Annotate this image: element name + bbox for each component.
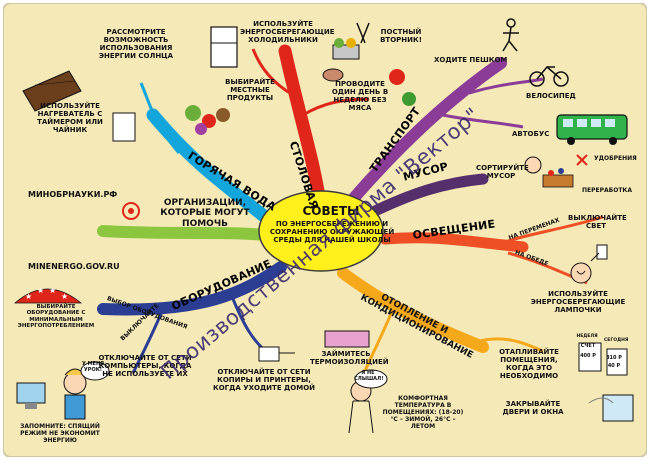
center-subtitle: по энергосбережению и сохранению окружаю… [269, 220, 395, 245]
bus-icon [556, 114, 628, 145]
tip-lamps: Используйте энергосберегающие лампочки [530, 290, 626, 315]
bill-label: Счет [580, 343, 596, 349]
bill-today: Сегодня [604, 338, 629, 343]
sausage-icon [322, 68, 416, 106]
tip-computers: Отключайте от сети компьютеры, когда не … [98, 354, 192, 379]
tip-fertilizer: Удобрения [594, 155, 637, 162]
trash-sorting-icon [524, 154, 588, 188]
svg-text:★: ★ [61, 292, 68, 301]
branch-transport-line [347, 57, 507, 205]
computer-icon [16, 382, 46, 409]
tip-energy-stars: Выбирайте оборудование с минимальным эне… [17, 304, 95, 329]
tip-bike: Велосипед [526, 92, 576, 100]
branch-heating-twig [361, 308, 395, 376]
tip-sleep-mode: Запомните: спящий режим не экономит энер… [20, 423, 100, 444]
svg-text:★: ★ [49, 286, 56, 295]
tip-fridges: Используйте энергосберегающие холодильни… [240, 20, 335, 45]
bill-sum-1: 400 р [580, 353, 596, 359]
center-title: Советы [302, 204, 360, 218]
tip-switch-off: Выключайте свет [568, 214, 627, 231]
fridge-icon [210, 26, 238, 68]
bill-icon [578, 342, 628, 376]
branch-label-organizations: Организации, которые могут помочь [160, 198, 250, 229]
branch-lighting-line [379, 232, 529, 253]
vegetable-crate-icon [332, 38, 360, 60]
branch-equipment-line [97, 261, 287, 316]
tip-doors: Закрывайте двери и окна [502, 400, 564, 417]
heater-icon [112, 112, 136, 142]
energy-stars-icon: ★ ★ ★ ★ [13, 286, 83, 304]
person-with-phone-icon [63, 368, 87, 420]
link-minenergo[interactable]: MINENERGO.GOV.RU [28, 262, 120, 271]
bubble-left-text: У меня урок! [81, 361, 105, 373]
target-icon [122, 202, 140, 220]
bicycle-icon [529, 65, 569, 87]
tip-insulation: Займитесь термоизоляцией [310, 350, 389, 367]
tip-heaters: Используйте нагреватель с таймером или ч… [37, 102, 103, 135]
mind-map-drawing: ★ ★ ★ ★ [3, 3, 647, 457]
center-ellipse [258, 190, 384, 272]
tip-recycling: Переработка [582, 187, 632, 194]
fork-and-knife-icon [356, 22, 370, 44]
tip-printers: Отключайте от сети копиры и принтеры, ко… [212, 368, 315, 393]
tip-fast: Постный вторник! [380, 28, 422, 45]
branch-canteen-twig-2 [302, 97, 370, 117]
tip-heat-rooms: Отапливайте помещения, когда это необход… [499, 348, 559, 381]
open-window-icon [588, 394, 634, 422]
bill-sum-3: 40 р [607, 363, 621, 369]
branch-heating-twig-2 [472, 337, 544, 353]
insulation-roll-icon [324, 330, 370, 348]
tip-bus: Автобус [512, 130, 550, 138]
vegetables-icon [185, 105, 230, 135]
bubble-mid-text: Я не слышал! [354, 370, 384, 382]
tip-sort: Сортируйте мусор [476, 164, 529, 181]
svg-text:★: ★ [37, 286, 44, 295]
solar-panel-icon [22, 70, 82, 112]
bill-sum-2: 310 р [606, 355, 622, 361]
branch-heating-line [337, 267, 489, 353]
branch-organizations-line [97, 225, 271, 241]
tip-local: Выбирайте местные продукты [225, 78, 275, 103]
printer-plug-icon [258, 346, 295, 362]
tip-solar: Рассмотрите возможность использования эн… [98, 28, 174, 61]
bubble-icon [80, 361, 388, 389]
tip-walk: Ходите пешком [434, 56, 508, 64]
branch-lighting-twig [507, 215, 604, 243]
branch-garbage-line [369, 173, 489, 217]
branch-transport-twig [468, 77, 544, 95]
walking-person-icon [502, 18, 519, 52]
branch-equipment-twig [131, 308, 165, 374]
branch-hot-water-twig [139, 82, 181, 154]
light-bulb-person-icon [570, 252, 600, 284]
link-minobrnauki[interactable]: МИНОБРНАУКИ.РФ [28, 190, 118, 199]
branch-hot-water-line [146, 108, 272, 224]
svg-text:★: ★ [25, 292, 32, 301]
tip-temperature: Комфортная температура в помещениях: (18… [382, 395, 464, 430]
light-switch-icon [596, 244, 608, 260]
branch-canteen-twig [251, 48, 294, 97]
tip-meatless: Проводите один день в неделю без мяса [331, 80, 389, 113]
bill-week: Неделя [576, 334, 598, 339]
branch-transport-twig-2 [442, 113, 524, 129]
